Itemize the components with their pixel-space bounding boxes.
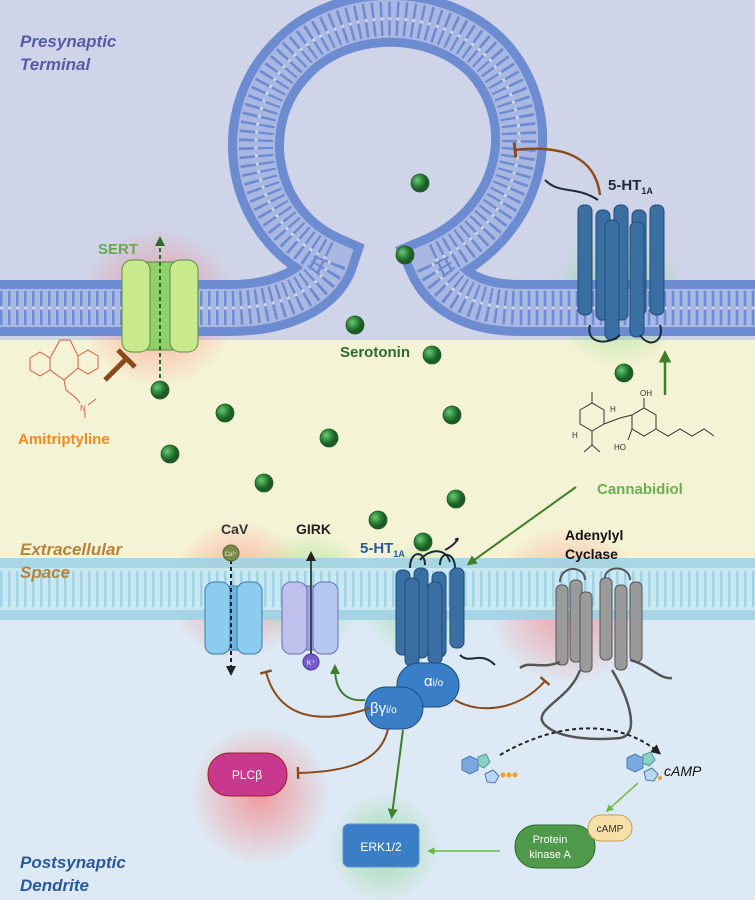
- svg-text:K⁺: K⁺: [307, 660, 316, 667]
- svg-text:αi/o: αi/o: [424, 673, 444, 690]
- g-beta-gamma-subunit[interactable]: βγi/o: [364, 686, 424, 730]
- svg-text:βγi/o: βγi/o: [370, 700, 397, 717]
- svg-text:H: H: [610, 405, 616, 414]
- bg-to-girk-arrow: [330, 664, 366, 702]
- amitriptyline-structure: N: [29, 339, 99, 418]
- serotonin-label: Serotonin: [340, 344, 410, 361]
- bg-to-erk-arrow: [387, 729, 404, 819]
- presynaptic-5ht1a-receptor[interactable]: [544, 179, 665, 344]
- svg-text:kinase A: kinase A: [529, 849, 571, 861]
- postsynaptic-membrane: [0, 558, 755, 620]
- atp-molecule-icon: [461, 753, 518, 784]
- svg-text:PLCβ: PLCβ: [232, 768, 262, 782]
- serotonin-molecules: [150, 173, 634, 552]
- cannabidiol-structure: OH HO H H: [572, 389, 715, 453]
- camp-label: cAMP: [664, 763, 702, 779]
- erk12[interactable]: ERK1/2: [342, 823, 420, 868]
- sert-transporter[interactable]: [121, 236, 199, 378]
- svg-text:ERK1/2: ERK1/2: [360, 840, 402, 854]
- cav-channel[interactable]: Ca²⁺: [204, 544, 263, 676]
- potassium-ion: [302, 653, 320, 671]
- svg-text:Ca²⁺: Ca²⁺: [225, 551, 238, 558]
- adenylyl-cyclase[interactable]: [519, 567, 673, 741]
- plc-beta[interactable]: PLCβ: [207, 752, 288, 797]
- cannabidiol-label: Cannabidiol: [597, 481, 683, 498]
- amitriptyline-label: Amitriptyline: [18, 431, 110, 448]
- svg-text:cAMP: cAMP: [597, 824, 624, 835]
- sert-label: SERT: [98, 241, 138, 258]
- protein-kinase-a[interactable]: Protein kinase A cAMP: [514, 814, 633, 869]
- bg-inhibits-cav: [259, 669, 371, 718]
- calcium-ion: [222, 544, 240, 562]
- presynaptic-receptor-label: 5-HT1A: [608, 177, 653, 196]
- svg-text:Protein: Protein: [533, 834, 568, 846]
- presynaptic-membrane: [0, 0, 755, 336]
- camp-to-pka-arrow: [605, 782, 639, 813]
- alpha-inhibits-adenylyl-cyclase: [454, 676, 551, 710]
- girk-label: GIRK: [296, 521, 331, 537]
- svg-text:HO: HO: [614, 443, 626, 452]
- cav-label: CaV: [221, 521, 249, 537]
- svg-text:H: H: [572, 431, 578, 440]
- camp-molecule-icon: [626, 751, 662, 782]
- cbd-to-postsynaptic-receptor-arrow: [466, 486, 577, 566]
- atp-to-camp-arrow: [499, 727, 662, 756]
- postsynaptic-receptor-label: 5-HT1A: [360, 540, 405, 559]
- amitriptyline-inhibition-icon: [103, 348, 137, 382]
- svg-text:N: N: [80, 404, 86, 413]
- postsynaptic-5ht1a-receptor[interactable]: [395, 537, 496, 667]
- girk-channel[interactable]: K⁺: [281, 551, 339, 671]
- bg-inhibits-plcb: [296, 728, 389, 780]
- svg-text:OH: OH: [640, 389, 652, 398]
- receptor-inhibits-release-arrow: [512, 142, 602, 196]
- pka-camp-badge: [587, 814, 633, 842]
